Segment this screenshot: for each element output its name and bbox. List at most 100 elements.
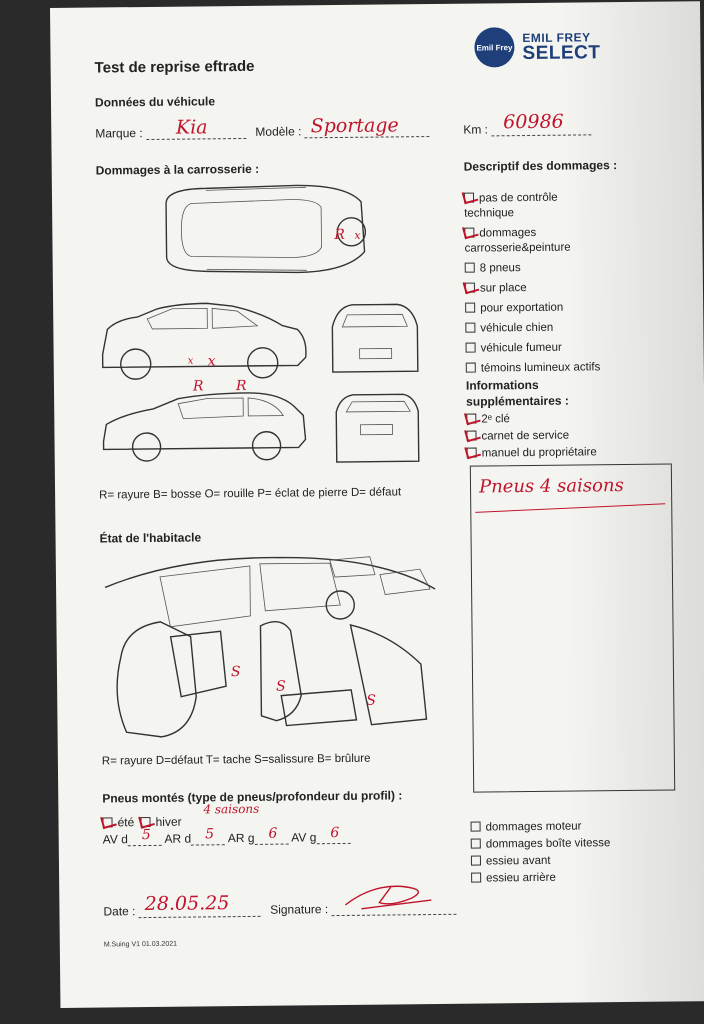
damage-item: véhicule fumeur bbox=[465, 340, 601, 356]
damage-checkbox[interactable] bbox=[465, 342, 476, 353]
ar-g-label: AR g bbox=[227, 830, 255, 846]
mech-item: dommages boîte vitesse bbox=[470, 837, 610, 850]
signature-field[interactable] bbox=[331, 885, 457, 917]
body-mark: x bbox=[188, 356, 194, 367]
tyres-note: 4 saisons bbox=[203, 801, 260, 817]
damage-checkbox[interactable] bbox=[463, 192, 475, 203]
km-row: Km : 60986 bbox=[463, 111, 592, 137]
winter-label: hiver bbox=[155, 814, 182, 829]
date-signature-row: Date : 28.05.25 Signature : bbox=[103, 885, 457, 919]
marque-label: Marque : bbox=[95, 126, 143, 141]
av-g-field[interactable]: 6 bbox=[316, 825, 351, 845]
interior-mark: S bbox=[366, 693, 376, 709]
ar-g-value: 6 bbox=[268, 825, 278, 842]
modele-value: Sportage bbox=[310, 114, 399, 138]
body-legend: R= rayure B= bosse O= rouille P= éclat d… bbox=[99, 486, 402, 502]
vehicle-info-row: Marque : Kia Modèle : Sportage bbox=[95, 114, 430, 141]
mech-item: essieu avant bbox=[470, 854, 611, 867]
marque-value: Kia bbox=[175, 116, 208, 139]
logo-text: Emil Frey bbox=[476, 42, 513, 53]
mech-checkbox[interactable] bbox=[471, 872, 482, 883]
av-d-field[interactable]: 5 bbox=[127, 827, 162, 847]
damage-item: témoins lumineux actifs bbox=[465, 360, 601, 376]
extra-checkbox[interactable] bbox=[466, 413, 477, 424]
damage-item: 8 pneus bbox=[464, 260, 600, 276]
km-label: Km : bbox=[463, 122, 489, 137]
mech-checkbox[interactable] bbox=[470, 855, 482, 866]
date-value: 28.05.25 bbox=[144, 892, 230, 916]
extra-item: carnet de service bbox=[466, 429, 596, 443]
brand-logo: Emil Frey EMIL FREY SELECT bbox=[474, 26, 601, 68]
damage-checkbox[interactable] bbox=[465, 362, 476, 373]
car-front-view bbox=[331, 303, 419, 373]
extra-info-list: 2ᵉ clé carnet de service manuel du propr… bbox=[466, 412, 597, 464]
form-title: Test de reprise eftrade bbox=[94, 57, 255, 77]
ar-g-field[interactable]: 6 bbox=[254, 826, 289, 845]
car-side-view-right bbox=[102, 392, 307, 462]
damage-item: pour exportation bbox=[465, 300, 600, 316]
ar-d-field[interactable]: 5 bbox=[191, 826, 226, 846]
car-back-view bbox=[335, 393, 420, 463]
damage-desc-title: Descriptif des dommages : bbox=[463, 158, 618, 174]
modele-label: Modèle : bbox=[255, 124, 302, 139]
damage-item: véhicule chien bbox=[465, 320, 600, 336]
vehicle-section-title: Données du véhicule bbox=[94, 94, 216, 110]
ar-d-value: 5 bbox=[205, 826, 215, 843]
extra-item: 2ᵉ clé bbox=[466, 412, 596, 426]
damage-checkbox[interactable] bbox=[465, 322, 476, 333]
km-value: 60986 bbox=[503, 110, 564, 134]
extra-item: manuel du propriétaire bbox=[466, 446, 597, 460]
interior-legend: R= rayure D=défaut T= tache S=salissure … bbox=[101, 752, 371, 768]
damage-checkbox[interactable] bbox=[464, 227, 475, 238]
extra-checkbox[interactable] bbox=[466, 447, 477, 458]
body-mark: R bbox=[192, 378, 204, 394]
emil-frey-badge-icon: Emil Frey bbox=[474, 27, 515, 68]
av-g-label: AV g bbox=[291, 830, 317, 845]
tyre-depth-row: AV d 5 AR d 5 AR g 6 AV g 6 bbox=[102, 825, 351, 847]
car-top-view bbox=[165, 184, 367, 274]
damage-checkbox[interactable] bbox=[465, 302, 476, 313]
car-side-view-left bbox=[101, 302, 307, 380]
interior-mark: S bbox=[231, 664, 241, 680]
ar-d-label: AR d bbox=[164, 831, 192, 846]
mech-item: essieu arrière bbox=[471, 871, 611, 884]
body-mark: R bbox=[235, 378, 247, 394]
av-d-value: 5 bbox=[141, 826, 151, 844]
interior-diagram: S S S bbox=[104, 556, 436, 738]
summer-label: été bbox=[117, 815, 135, 830]
damage-checkbox[interactable] bbox=[464, 262, 475, 273]
marque-field[interactable]: Kia bbox=[145, 116, 247, 141]
body-damage-title: Dommages à la carrosserie : bbox=[95, 161, 260, 178]
body-mark: x bbox=[354, 229, 361, 242]
av-g-value: 6 bbox=[330, 825, 340, 842]
date-label: Date : bbox=[103, 904, 136, 919]
footer-reference: M.Suing V1 01.03.2021 bbox=[103, 940, 178, 949]
mechanical-list: dommages moteur dommages boîte vitesse e… bbox=[470, 820, 611, 889]
body-mark: x bbox=[208, 353, 216, 369]
mech-checkbox[interactable] bbox=[470, 838, 481, 849]
body-mark: R bbox=[333, 227, 345, 243]
brand-name-line2: SELECT bbox=[522, 42, 601, 65]
notes-box[interactable]: Pneus 4 saisons bbox=[469, 463, 676, 793]
interior-title: État de l'habitacle bbox=[99, 530, 202, 546]
notes-underline bbox=[475, 503, 666, 513]
extra-checkbox[interactable] bbox=[466, 430, 477, 441]
damage-checkbox[interactable] bbox=[464, 282, 476, 293]
modele-field[interactable]: Sportage bbox=[304, 114, 430, 139]
date-field[interactable]: 28.05.25 bbox=[138, 892, 261, 919]
inspection-sheet: Emil Frey EMIL FREY SELECT Test de repri… bbox=[50, 1, 704, 1008]
signature-label: Signature : bbox=[270, 902, 329, 917]
car-body-diagram: R x x x R R bbox=[101, 184, 420, 463]
notes-text: Pneus 4 saisons bbox=[478, 475, 624, 498]
interior-mark: S bbox=[276, 679, 286, 695]
mech-checkbox[interactable] bbox=[470, 821, 481, 832]
winter-checkbox[interactable] bbox=[140, 816, 151, 828]
signature-drawing bbox=[345, 885, 432, 910]
summer-checkbox[interactable] bbox=[102, 817, 113, 828]
km-field[interactable]: 60986 bbox=[491, 111, 592, 137]
av-d-label: AV d bbox=[102, 832, 128, 847]
